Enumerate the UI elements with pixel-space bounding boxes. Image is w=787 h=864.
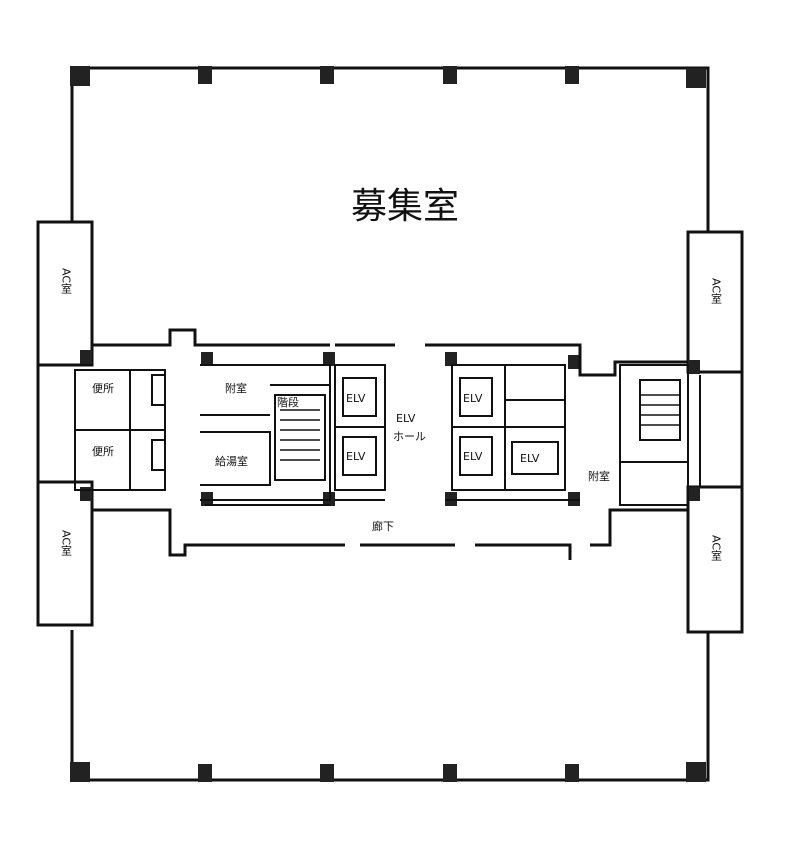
ac-room-right-bottom: AC室 [710, 535, 723, 561]
elevator: ELV [463, 392, 483, 405]
elevator: ELV [346, 450, 366, 463]
outer-walls [36, 66, 744, 782]
elv-hall-label-2: ホール [393, 430, 426, 443]
toilet-lower: 便所 [92, 445, 114, 458]
elevator: ELV [463, 450, 483, 463]
ac-room-left-top: AC室 [60, 268, 73, 294]
annex-right: 附室 [588, 469, 610, 483]
ac-room-right-top: AC室 [710, 278, 723, 304]
toilet-upper: 便所 [92, 382, 114, 395]
core-walls [74, 328, 701, 560]
room-title: 募集室 [351, 186, 459, 227]
stair-treads [280, 394, 680, 461]
stairs: 階段 [277, 395, 299, 409]
columns [70, 66, 706, 782]
ac-room-left-bottom: AC室 [60, 530, 73, 556]
kitchenette: 給湯室 [215, 454, 248, 468]
elevator: ELV [346, 392, 366, 405]
elv-hall-label-1: ELV [396, 412, 416, 425]
corridor: 廊下 [372, 519, 394, 533]
annex-left: 附室 [225, 381, 247, 395]
elevator: ELV [520, 452, 540, 465]
